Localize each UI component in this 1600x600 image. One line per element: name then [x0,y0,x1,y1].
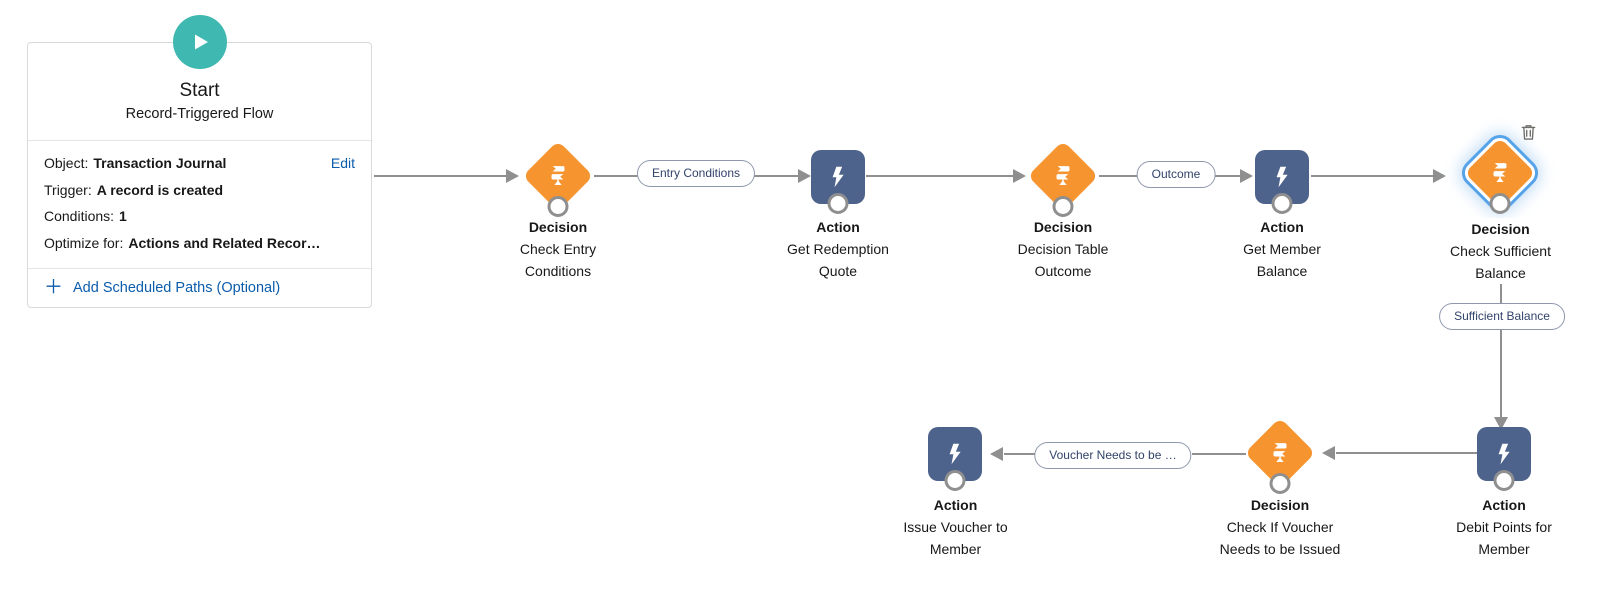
connector-arrow [798,169,811,183]
node-label: Action Debit Points for Member [1444,494,1564,560]
connector-port[interactable] [547,196,569,217]
connector-line [1210,175,1240,177]
node-label: Decision Check If Voucher Needs to be Is… [1210,494,1350,560]
flow-node-action-issue-voucher-to-member[interactable] [920,419,990,491]
flow-node-action-get-member-balance[interactable] [1247,142,1317,214]
field-value: Actions and Related Recor… [128,234,321,251]
connector-arrow [1433,169,1446,183]
node-name-label: Get Member Balance [1243,241,1321,279]
start-field-conditions: Conditions: 1 [44,203,355,230]
flow-node-decision-check-entry-conditions[interactable] [522,140,594,217]
flow-node-decision-check-sufficient-balance[interactable] [1464,137,1536,214]
connector-port[interactable] [1271,193,1293,214]
flow-node-decision-check-if-voucher-needs-to-be-issued[interactable] [1244,417,1316,494]
connector-line [1311,175,1433,177]
node-name-label: Check If Voucher Needs to be Issued [1219,519,1341,557]
delete-node-trash-icon[interactable] [1520,123,1537,141]
edit-link[interactable]: Edit [330,155,355,171]
node-label: Decision Check Sufficient Balance [1438,218,1563,284]
node-label: Action Issue Voucher to Member [893,494,1018,560]
node-type-label: Action [816,219,860,235]
node-type-label: Decision [1250,497,1310,513]
node-name-label: Debit Points for Member [1456,519,1552,557]
flow-node-decision-decision-table-outcome[interactable] [1027,140,1099,217]
node-name-label: Issue Voucher to Member [903,519,1008,557]
connector-arrow [1494,417,1508,430]
field-label: Optimize for: [44,234,124,251]
node-label: Action Get Redemption Quote [778,216,898,282]
connector-label-outcome: Outcome [1136,161,1216,188]
lightning-bolt-icon [942,441,968,467]
connector-arrow [506,169,519,183]
connector-label-sufficient-balance: Sufficient Balance [1439,303,1565,330]
node-name-label: Get Redemption Quote [787,241,889,279]
lightning-bolt-icon [825,164,851,190]
lightning-bolt-icon [1269,164,1295,190]
node-type-label: Decision [528,219,588,235]
start-subtitle: Record-Triggered Flow [125,106,274,122]
decision-signpost-icon [544,159,572,187]
add-scheduled-paths-button[interactable]: ＋ Add Scheduled Paths (Optional) [28,268,371,307]
connector-line [1004,453,1040,455]
add-icon: ＋ [44,277,64,298]
node-label: Decision Decision Table Outcome [1008,216,1118,282]
flow-node-action-debit-points-for-member[interactable] [1469,419,1539,491]
decision-signpost-icon [1266,436,1294,464]
field-value: 1 [119,208,127,224]
connector-line [744,175,798,177]
start-field-optimize: Optimize for: Actions and Related Recor… [44,230,355,257]
flow-node-action-get-redemption-quote[interactable] [803,142,873,214]
node-label: Action Get Member Balance [1232,216,1332,282]
node-name-label: Check Entry Conditions [519,241,597,279]
field-label: Conditions: [44,208,115,224]
connector-label-entry-conditions: Entry Conditions [636,160,756,187]
connector-line [1336,452,1477,454]
node-type-label: Action [1260,219,1304,235]
connector-port[interactable] [1269,473,1291,494]
connector-arrow [990,447,1003,461]
connector-line [374,175,506,177]
start-play-icon [172,15,227,69]
connector-port[interactable] [827,193,849,214]
connector-arrow [1013,169,1026,183]
start-field-trigger: Trigger: A record is created [44,177,355,204]
field-label: Trigger: [44,181,92,198]
connector-line [1099,175,1144,177]
decision-signpost-icon [1049,159,1077,187]
lightning-bolt-icon [1491,441,1517,467]
connector-line [594,175,650,177]
node-type-label: Decision [1033,219,1093,235]
connector-label-voucher-needs: Voucher Needs to be … [1034,442,1192,469]
connector-line [1192,453,1246,455]
connector-line [866,175,1013,177]
start-title: Start [179,80,220,101]
connector-arrow [1240,169,1253,183]
connector-port[interactable] [1489,193,1511,214]
node-name-label: Check Sufficient Balance [1450,243,1551,281]
connector-arrow [1322,446,1335,460]
connector-port[interactable] [944,470,966,491]
decision-signpost-icon [1486,156,1514,184]
connector-port[interactable] [1052,196,1074,217]
node-type-label: Action [1482,497,1526,513]
start-node-card[interactable]: Start Record-Triggered Flow Object: Tran… [27,15,372,308]
field-value: Transaction Journal [93,155,227,171]
node-label: Decision Check Entry Conditions [503,216,613,282]
node-name-label: Decision Table Outcome [1017,241,1109,279]
field-label: Object: [44,155,89,171]
add-scheduled-paths-label: Add Scheduled Paths (Optional) [73,280,281,296]
connector-port[interactable] [1493,470,1515,491]
node-type-label: Decision [1471,221,1530,237]
start-field-object: Object: Transaction Journal Edit [44,150,355,177]
node-type-label: Action [933,497,978,513]
field-value: A record is created [96,181,224,198]
